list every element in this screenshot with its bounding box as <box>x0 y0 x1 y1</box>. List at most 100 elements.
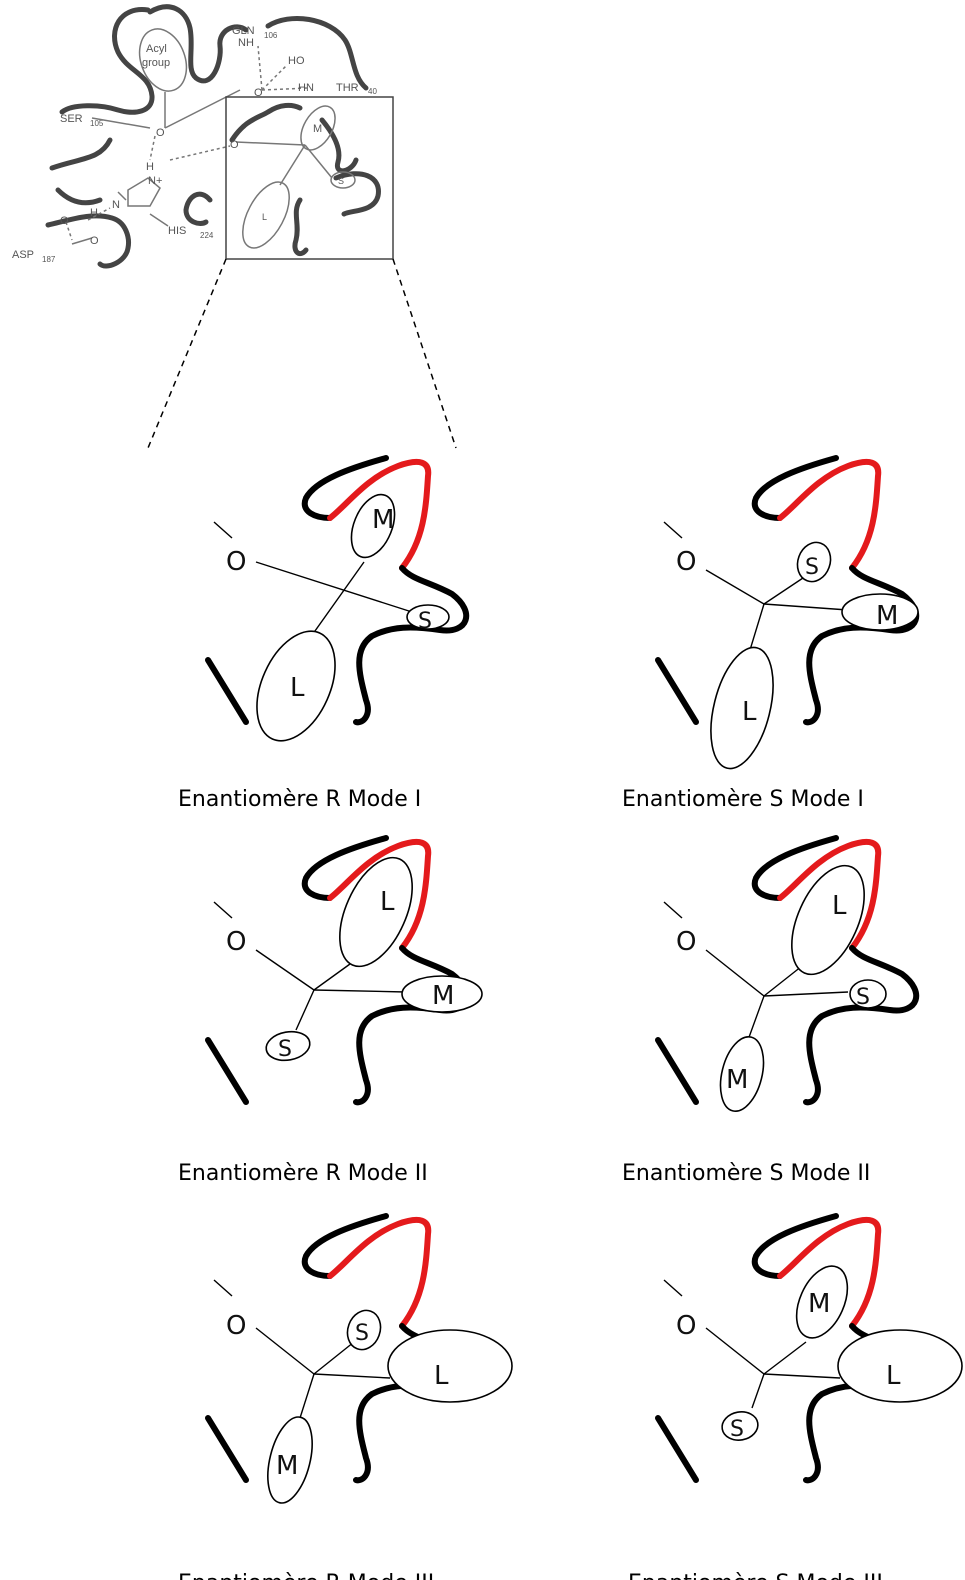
m-label: M <box>726 1065 748 1095</box>
ligand-bonds <box>213 901 407 1031</box>
ligand-bonds <box>663 901 849 1041</box>
panel-caption: Enantiomère S Mode II <box>622 1161 870 1186</box>
overview-pocket-s: S <box>338 176 344 186</box>
panel-r-mode-2: O L M S Enantiomère R Mode II <box>178 835 483 1186</box>
s-label: S <box>730 1417 744 1442</box>
l-ellipse <box>791 864 865 976</box>
substituents <box>265 856 483 1062</box>
his-subscript: 224 <box>200 231 214 240</box>
ho-label: HO <box>288 55 305 67</box>
l-ellipse <box>837 1329 963 1403</box>
s-label: S <box>355 1321 369 1346</box>
substituents <box>710 541 919 770</box>
his-label: HIS <box>168 225 186 237</box>
gln-subscript: 106 <box>264 31 278 40</box>
o-atom: O <box>226 927 246 957</box>
s-label: S <box>278 1037 292 1062</box>
ligand-bonds <box>663 521 849 651</box>
panel-s-mode-1: O S M L Enantiomère S Mode I <box>622 455 920 812</box>
o-atom: O <box>676 547 696 577</box>
pocket-walls <box>205 455 470 726</box>
l-label: L <box>742 697 757 727</box>
s-ellipse <box>721 1411 759 1441</box>
panel-caption: Enantiomère R Mode I <box>178 787 421 812</box>
substituents <box>721 1265 963 1441</box>
s-label: S <box>856 985 870 1010</box>
substituents <box>719 864 887 1112</box>
gln-label: GLN <box>232 25 255 37</box>
m-ellipse <box>350 493 396 559</box>
panel-caption: Enantiomère S Mode III <box>628 1571 883 1580</box>
s-label: S <box>418 609 432 634</box>
overview-o3: O <box>254 87 263 99</box>
overview-pocket-l: L <box>262 212 267 222</box>
l-label: L <box>290 673 305 703</box>
m-label: M <box>372 505 394 535</box>
overview-n-plus: N+ <box>148 175 162 187</box>
s-ellipse <box>849 979 887 1009</box>
panel-caption: Enantiomère S Mode I <box>622 787 864 812</box>
asp-subscript: 187 <box>42 255 56 264</box>
s-label: S <box>805 555 819 580</box>
panel-s-mode-3: O M L S Enantiomère S Mode III <box>628 1213 963 1580</box>
overview-o4: O <box>60 215 69 227</box>
l-label: L <box>380 887 395 917</box>
ser-subscript: 105 <box>90 119 104 128</box>
substituents <box>256 493 450 742</box>
o-atom: O <box>226 547 246 577</box>
ligand-bonds <box>213 521 413 639</box>
s-ellipse <box>265 1030 311 1062</box>
overview-hbonds <box>65 45 309 241</box>
s-ellipse <box>406 604 450 630</box>
protein-surface <box>45 4 381 269</box>
pocket-walls <box>655 455 920 726</box>
overview-o5: O <box>90 235 99 247</box>
l-ellipse <box>710 646 774 770</box>
overview-n: N <box>112 199 120 211</box>
panel-s-mode-2: O L S M Enantiomère S Mode II <box>622 835 920 1186</box>
nh-label: NH <box>238 37 254 49</box>
pocket-walls <box>655 835 920 1106</box>
panel-caption: Enantiomère R Mode II <box>178 1161 428 1186</box>
imidazole-ring <box>127 177 161 207</box>
zoom-box <box>225 96 394 260</box>
pocket-walls <box>205 835 470 1106</box>
overview-pocket-m: M <box>313 123 322 135</box>
acyl-group-label: Acyl <box>146 43 167 55</box>
overview-h: H <box>146 161 154 173</box>
s-ellipse <box>796 541 832 583</box>
m-ellipse <box>267 1416 313 1504</box>
l-label: L <box>886 1361 901 1391</box>
m-ellipse <box>719 1036 765 1112</box>
m-ellipse <box>841 593 919 631</box>
m-label: M <box>876 601 898 631</box>
overview-h2: H <box>90 207 98 219</box>
hn-label: HN <box>298 82 314 94</box>
zoom-line-left <box>147 258 227 449</box>
l-ellipse <box>339 856 413 968</box>
o-atom: O <box>676 1311 696 1341</box>
m-ellipse <box>401 975 483 1013</box>
thr-label: THR <box>336 82 359 94</box>
l-ellipse <box>387 1329 513 1403</box>
asp-label: ASP <box>12 249 34 261</box>
panel-caption: Enantiomère R Mode III <box>178 1571 434 1580</box>
o-atom: O <box>226 1311 246 1341</box>
s-ellipse <box>346 1309 382 1351</box>
m-label: M <box>808 1289 830 1319</box>
ligand-bonds <box>663 1279 841 1409</box>
l-ellipse <box>256 630 336 742</box>
thr-subscript: 40 <box>368 87 377 96</box>
acyl-group-label-2: group <box>142 57 170 69</box>
l-label: L <box>434 1361 449 1391</box>
panel-r-mode-3: O S L M Enantiomère R Mode III <box>178 1213 513 1580</box>
overview-o2: O <box>230 139 239 151</box>
ser-label: SER <box>60 113 83 125</box>
active-site-overview: Acyl group GLN 106 NH HO HN THR 40 SER 1… <box>12 4 457 449</box>
panel-r-mode-1: O M S L Enantiomère R Mode I <box>178 455 470 812</box>
o-atom: O <box>676 927 696 957</box>
m-ellipse <box>795 1265 849 1339</box>
zoom-line-right <box>392 258 457 449</box>
m-label: M <box>432 981 454 1011</box>
